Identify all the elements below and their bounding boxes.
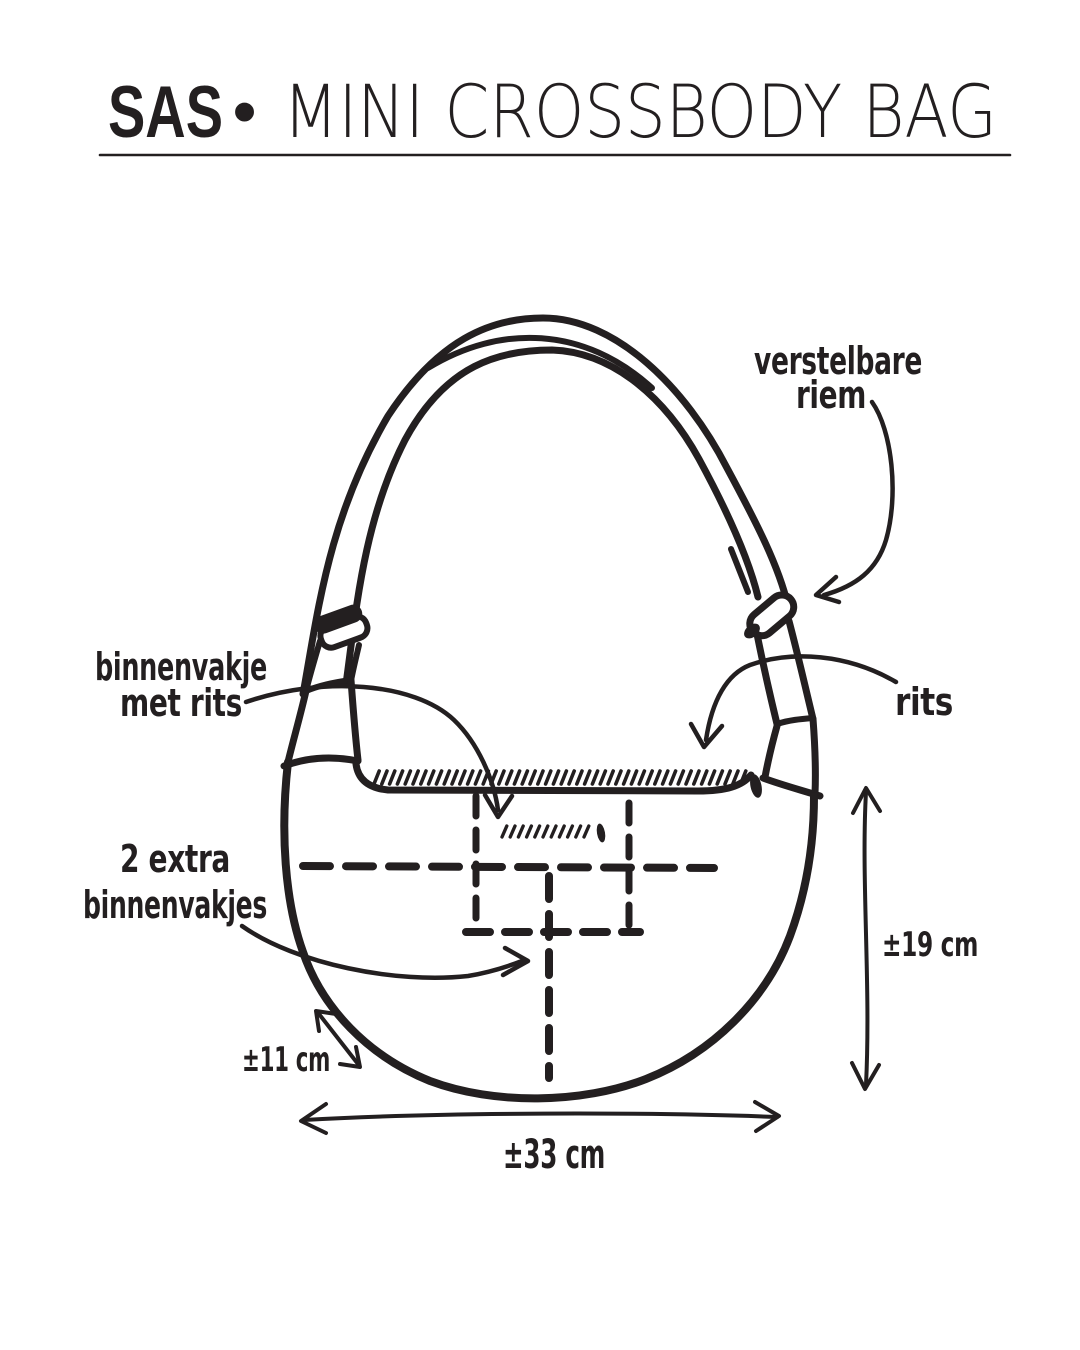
inner-zip-pocket-arrow bbox=[243, 684, 501, 813]
right-attach-right bbox=[809, 715, 819, 798]
height-arrowhead-top bbox=[851, 786, 882, 815]
width-value: ±33 cm bbox=[503, 1132, 605, 1178]
strap-keeper-band bbox=[314, 604, 363, 634]
header: SAS • MINI CROSSBODY BAG bbox=[98, 70, 1012, 157]
side-depth-arrowhead-bottom bbox=[338, 1045, 362, 1069]
bag-body-outline bbox=[280, 758, 818, 1103]
measure-height: ±19 cm bbox=[850, 786, 979, 1091]
adjustable-strap-arrow bbox=[821, 399, 895, 598]
title-separator-dot: • bbox=[233, 74, 256, 148]
right-strap-edge-a bbox=[753, 630, 781, 728]
main-zipper bbox=[352, 760, 762, 798]
measure-width: ±33 cm bbox=[299, 1100, 781, 1178]
zipper-arrowhead bbox=[688, 721, 725, 750]
inner-zip-pocket-label-line1: binnenvakje bbox=[95, 645, 267, 689]
extra-pockets-label-line1: 2 extra bbox=[120, 837, 230, 881]
strap-right-attachment bbox=[753, 617, 824, 800]
adjustable-strap-label-line1: verstelbare bbox=[754, 339, 922, 383]
extra-pocket-dividers bbox=[299, 862, 718, 1082]
adjustable-strap-label-line2: riem bbox=[796, 373, 866, 417]
side-depth-arrow-line bbox=[317, 1012, 360, 1066]
strap-adjuster bbox=[744, 591, 798, 640]
annotation-inner-zip-pocket: binnenvakje met rits bbox=[95, 645, 515, 820]
measure-side-depth: ±11 cm bbox=[242, 1009, 362, 1080]
extra-pockets-label-line2: binnenvakjes bbox=[83, 883, 267, 927]
strap-overlap-line bbox=[425, 334, 655, 391]
height-arrow-line bbox=[862, 790, 870, 1087]
left-attach-outer bbox=[284, 687, 310, 766]
right-strap-seam bbox=[774, 715, 816, 727]
annotation-adjustable-strap: verstelbare riem bbox=[754, 339, 923, 605]
width-arrow-line bbox=[302, 1111, 779, 1122]
right-attach-left bbox=[761, 722, 781, 781]
zipper-pull bbox=[750, 774, 762, 798]
brand-name: SAS bbox=[108, 72, 223, 153]
annotation-extra-pockets: 2 extra binnenvakjes bbox=[83, 837, 531, 980]
left-attach-bottom-seam bbox=[280, 754, 362, 770]
zipper-label: rits bbox=[895, 680, 953, 724]
strap-inner-edge bbox=[342, 346, 762, 688]
inner-zip-pocket-label-line2: met rits bbox=[120, 681, 242, 725]
inner-zip-pocket-arrowhead bbox=[482, 792, 515, 820]
side-depth-value: ±11 cm bbox=[242, 1040, 330, 1080]
annotation-zipper: rits bbox=[688, 654, 954, 750]
main-zipper-hatch bbox=[372, 769, 748, 786]
strap-tail-line bbox=[728, 546, 751, 595]
zipper-arrow bbox=[703, 654, 899, 743]
extra-pockets-arrowhead bbox=[500, 945, 531, 978]
pocket-zipper-pull bbox=[596, 823, 606, 843]
height-value: ±19 cm bbox=[882, 925, 978, 965]
divider-horizontal-dashed bbox=[299, 862, 718, 872]
extra-pockets-arrow bbox=[239, 923, 525, 980]
bag-illustration bbox=[280, 314, 824, 1103]
width-arrowhead-left bbox=[299, 1102, 328, 1135]
adjustable-strap-arrowhead bbox=[813, 574, 842, 605]
bag-opening-line bbox=[352, 760, 755, 795]
width-arrowhead-right bbox=[753, 1100, 781, 1133]
height-arrowhead-bottom bbox=[850, 1061, 881, 1091]
product-name: MINI CROSSBODY BAG bbox=[283, 70, 997, 155]
right-strap-edge-b bbox=[785, 617, 817, 723]
left-attach-inner bbox=[347, 676, 362, 764]
strap-outer-edge bbox=[299, 314, 792, 698]
pocket-zipper-hatch bbox=[500, 824, 591, 839]
side-depth-arrowhead-top bbox=[314, 1009, 338, 1033]
shoulder-strap bbox=[299, 314, 792, 698]
